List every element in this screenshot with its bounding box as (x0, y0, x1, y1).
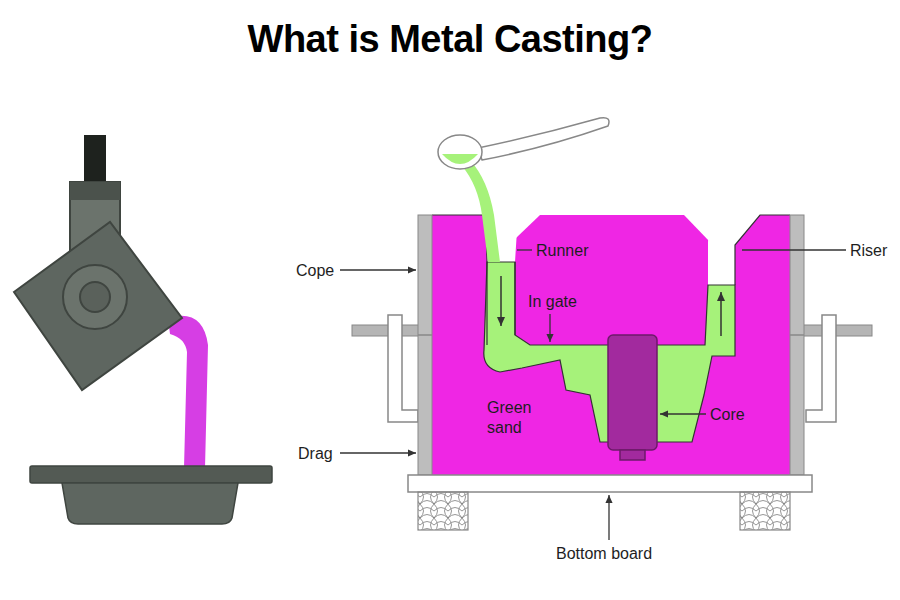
clamp-rod (352, 325, 422, 336)
flask-joint (790, 334, 804, 336)
leader-line (549, 314, 550, 342)
cope-chamfer (684, 215, 710, 242)
leader-line (340, 452, 416, 453)
molten-metal-stream (168, 316, 208, 468)
poured-metal (462, 160, 500, 262)
wood-support (418, 492, 468, 530)
flask-wall (790, 215, 804, 475)
flask-joint (418, 334, 432, 336)
flask-wall (418, 215, 432, 475)
part-label: Runner (536, 241, 588, 261)
tray-rim (30, 466, 272, 483)
part-label: Drag (298, 444, 333, 464)
part-label: Core (710, 405, 745, 425)
flow-arrow (720, 292, 722, 336)
part-label: Bottom board (556, 544, 652, 564)
leader-line (517, 249, 532, 250)
part-label: Riser (850, 241, 887, 261)
leader-line (660, 413, 706, 414)
ladle-arm-joint (70, 182, 120, 200)
part-label: Cope (296, 261, 334, 281)
cope-chamfer (516, 215, 540, 238)
ladle-pivot-hub (80, 282, 110, 312)
ladle-pivot (63, 265, 127, 329)
leader-line (608, 495, 609, 540)
mould-illustration (340, 118, 872, 540)
ladle-metal (442, 154, 478, 164)
core-print (620, 450, 645, 460)
bottom-board (408, 475, 812, 492)
green-sand (432, 215, 790, 475)
part-label: In gate (528, 292, 577, 312)
clamp (388, 315, 418, 422)
ladle-handle-top (84, 135, 106, 183)
ladle-handle (478, 118, 609, 160)
wood-support (740, 492, 790, 530)
ladle-bowl (438, 135, 482, 169)
ladle-illustration (14, 135, 272, 524)
part-label: Green sand (487, 398, 547, 438)
tray-body (62, 483, 238, 524)
leader-line (340, 269, 416, 270)
title: What is Metal Casting? (0, 18, 900, 61)
core (608, 335, 657, 450)
clamp (806, 315, 836, 422)
ladle-bucket (14, 222, 182, 390)
clamp-rod (802, 325, 872, 336)
flow-arrow (500, 276, 502, 326)
leader-line (742, 249, 846, 250)
